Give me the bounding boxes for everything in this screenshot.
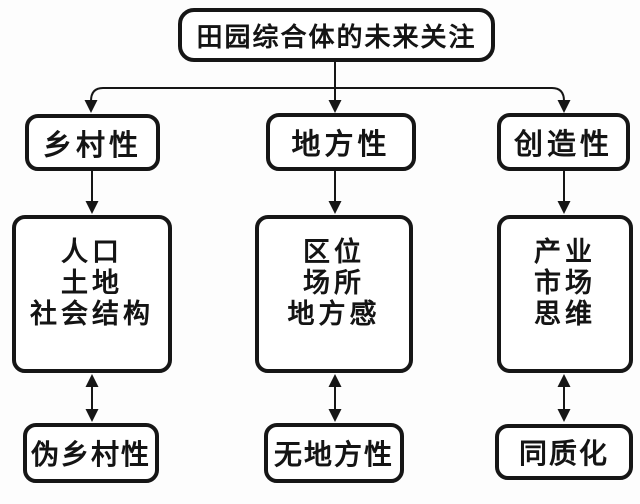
arrowhead-down-icon: [328, 100, 342, 113]
factor-line: 人口: [61, 236, 123, 267]
factors-box-locality: 区位 场所 地方感: [255, 215, 413, 373]
branch-box-locality: 地方性: [266, 113, 416, 171]
outcome-box-homogenization: 同质化: [495, 424, 633, 480]
branch-box-rurality: 乡村性: [25, 114, 160, 171]
arrowhead-down-icon: [328, 201, 342, 214]
outcome-box-pseudo-rurality: 伪乡村性: [23, 423, 159, 483]
factor-line: 区位: [303, 236, 365, 267]
factors-box-rurality: 人口 土地 社会结构: [12, 215, 172, 373]
arrowhead-down-icon: [85, 409, 99, 422]
outcome-box-placelessness: 无地方性: [264, 423, 404, 483]
factor-line: 思维: [534, 298, 596, 329]
factor-line: 市场: [534, 267, 596, 298]
branch-box-creativity: 创造性: [497, 113, 630, 171]
factor-line: 土地: [61, 267, 123, 298]
factor-line: 产业: [534, 236, 596, 267]
factors-box-creativity: 产业 市场 思维: [497, 215, 633, 373]
connector-branch-bus: [90, 87, 565, 102]
arrowhead-down-icon: [557, 409, 571, 422]
arrowhead-down-icon: [557, 100, 571, 113]
factor-line: 地方感: [287, 298, 381, 329]
factor-line: 场所: [303, 267, 365, 298]
arrowhead-up-icon: [328, 374, 342, 387]
arrowhead-up-icon: [557, 374, 571, 387]
arrowhead-down-icon: [85, 201, 99, 214]
arrowhead-down-icon: [84, 100, 98, 113]
arrowhead-down-icon: [557, 201, 571, 214]
arrowhead-down-icon: [328, 409, 342, 422]
arrowhead-up-icon: [85, 374, 99, 387]
title-box: 田园综合体的未来关注: [178, 8, 495, 62]
factor-line: 社会结构: [30, 298, 154, 329]
